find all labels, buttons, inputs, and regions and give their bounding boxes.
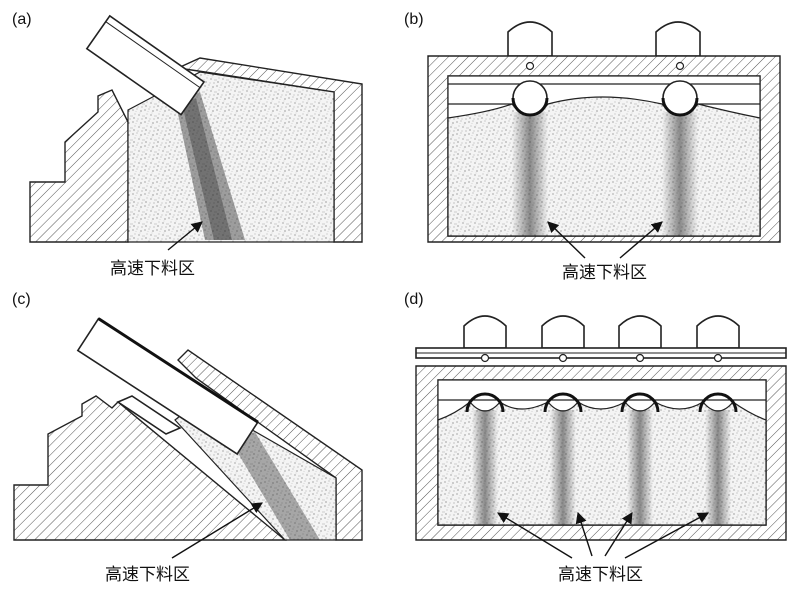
panel-d-nozzle-2: [543, 353, 583, 413]
panel-c-discharge-stream: [230, 432, 320, 540]
panel-d-zone-label: 高速下料区: [558, 565, 643, 585]
panel-b-particle-bed: [447, 96, 761, 237]
panel-c: (c) 高速下料区: [12, 291, 363, 585]
panel-a-zone-label: 高速下料区: [110, 259, 195, 279]
panel-b-arrow-2: [619, 221, 663, 259]
panel-d-dome-3: [618, 315, 662, 349]
panel-d-arrow-2: [575, 511, 593, 557]
panel-d-arrow-1: [497, 512, 573, 559]
panel-b-nozzle-1: [511, 61, 549, 117]
panel-a-label: (a): [12, 11, 32, 28]
panel-b: (b) 高速下料区: [404, 11, 781, 283]
panel-d-dome-1: [463, 315, 507, 349]
panel-d-arrow-3: [604, 512, 633, 557]
panel-a-arrow: [167, 221, 203, 251]
panel-d-nozzle-3: [620, 353, 660, 413]
panel-b-arrow-1: [547, 221, 586, 259]
panel-b-dome-1: [507, 21, 553, 57]
panel-c-feed-pipe: [76, 317, 259, 456]
panel-c-zone-label: 高速下料区: [105, 565, 190, 585]
panel-b-label: (b): [404, 11, 424, 28]
panel-d-dome-4: [696, 315, 740, 349]
panel-d-label: (d): [404, 291, 424, 308]
panel-a-right-wall: [175, 57, 363, 243]
panel-b-zone-label: 高速下料区: [562, 263, 647, 283]
panel-b-nozzle-2: [661, 61, 699, 117]
panel-d-dome-2: [541, 315, 585, 349]
panel-b-dome-2: [655, 21, 701, 57]
panel-d-nozzle-1: [465, 353, 505, 413]
panel-d: (d): [404, 291, 787, 585]
panel-a-left-wall: [29, 89, 129, 243]
panel-c-label: (c): [12, 291, 31, 308]
panel-c-arrow: [171, 502, 263, 559]
panel-a: (a) 高速下料区: [12, 11, 363, 279]
panel-c-right-wall: [177, 349, 363, 541]
panel-d-arrow-4: [624, 512, 709, 559]
panel-a-discharge-stream: [175, 92, 245, 240]
panel-c-left-wall: [13, 395, 287, 541]
panel-d-nozzle-4: [698, 353, 738, 413]
panel-a-feed-pipe: [85, 14, 206, 116]
